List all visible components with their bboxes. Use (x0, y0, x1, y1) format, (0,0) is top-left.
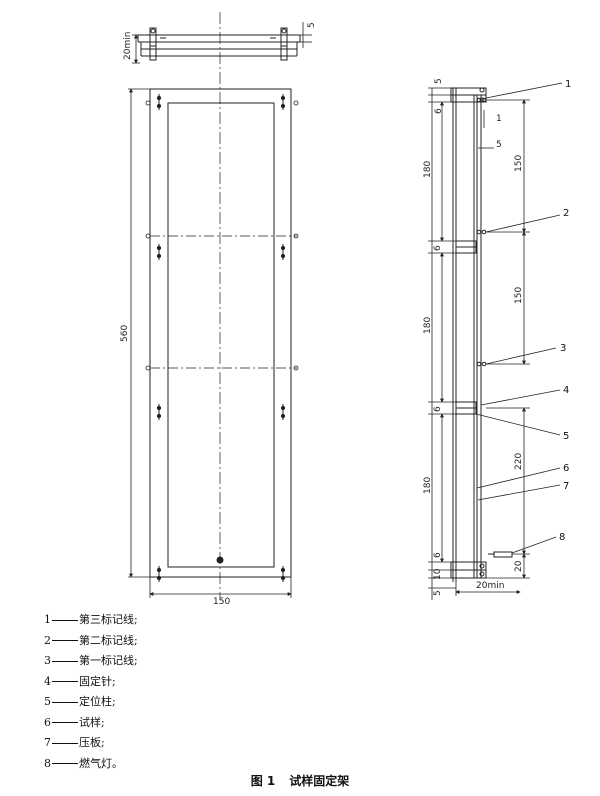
callout-5: 5 (563, 431, 569, 442)
side-right-dims (455, 99, 530, 596)
front-dims (128, 88, 292, 598)
dim-frame-width: 150 (213, 597, 230, 605)
callout-leaders (475, 82, 563, 554)
dim-side-bot-5: 5 (433, 590, 443, 596)
front-frame (149, 88, 292, 578)
callout-8: 8 (559, 532, 565, 543)
front-top-dims (132, 22, 312, 64)
callout-2: 2 (563, 208, 569, 219)
callout-4: 4 (563, 385, 569, 396)
dim-top-thickness: 5 (307, 22, 317, 28)
dim-side-150-a: 150 (514, 155, 524, 172)
dim-side-gap-5: 5 (496, 140, 502, 150)
dim-side-gap-1: 1 (496, 114, 502, 124)
callout-3: 3 (560, 343, 566, 354)
dim-side-top-6: 6 (434, 108, 444, 114)
callout-7: 7 (563, 481, 569, 492)
fixture-drawing: 20min 5 (120, 12, 571, 605)
dim-frame-height: 560 (120, 325, 130, 342)
dim-side-bot-10: 10 (433, 568, 443, 580)
figure-number: 图 1 (250, 774, 276, 788)
dim-side-180-a: 180 (423, 161, 433, 178)
dim-side-6-a: 6 (433, 245, 443, 251)
side-left-dims (428, 87, 456, 600)
front-mark-lines (145, 100, 299, 371)
front-pins (156, 94, 286, 582)
dim-side-180-b: 180 (423, 317, 433, 334)
dim-side-bot-20: 20 (514, 560, 524, 572)
dim-side-220: 220 (514, 453, 524, 470)
figure-caption: 图 1 试样固定架 (0, 772, 600, 789)
front-top-section (137, 27, 301, 61)
dim-top-height: 20min (123, 32, 133, 60)
dim-side-top-5: 5 (434, 78, 444, 84)
dim-side-150-b: 150 (514, 287, 524, 304)
dim-side-bot-6: 6 (433, 552, 443, 558)
dim-side-180-c: 180 (423, 477, 433, 494)
side-body (450, 87, 513, 582)
dim-side-6-b: 6 (433, 406, 443, 412)
dim-side-width: 20min (476, 581, 504, 591)
callout-1: 1 (565, 79, 571, 90)
figure-title: 试样固定架 (289, 774, 350, 788)
callout-6: 6 (563, 463, 569, 474)
